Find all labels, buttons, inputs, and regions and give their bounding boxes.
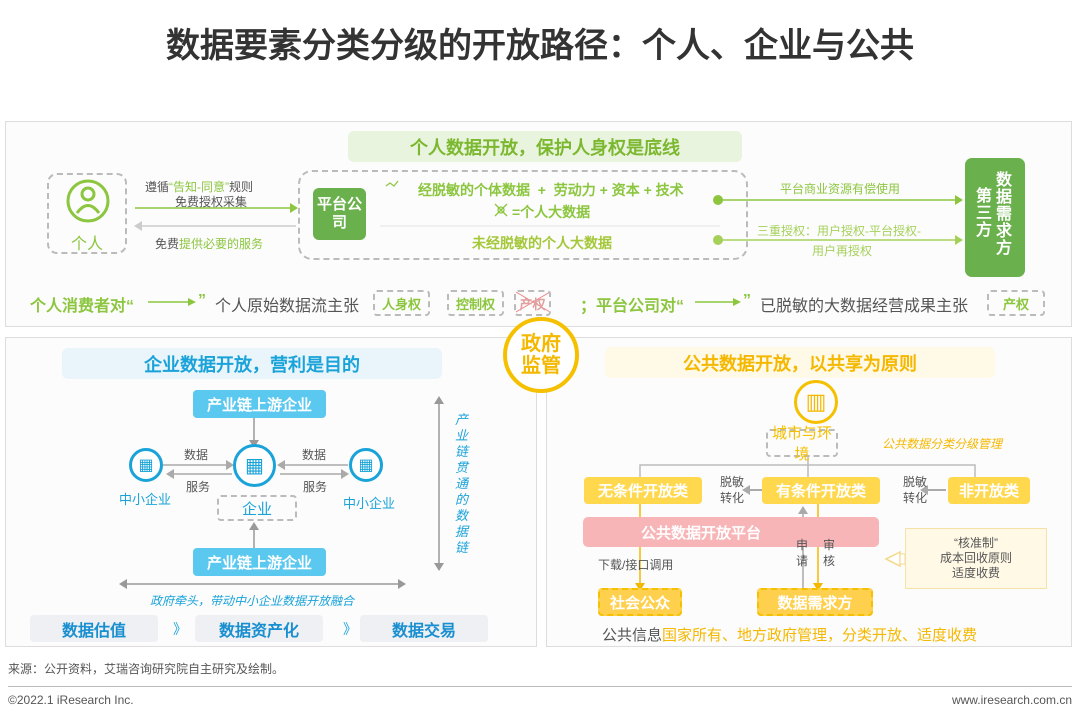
triple-auth-b: 用户再授权: [812, 244, 873, 258]
unconditional-open: 无条件开放类: [584, 477, 702, 504]
triple-auth-a: 三重授权：用户授权-平台授权-: [757, 224, 921, 238]
platform-claim-close: ”: [743, 292, 751, 309]
city-building-icon: ▥: [794, 380, 838, 424]
vertical-chain-label: 产业链贯通的数据链: [455, 412, 469, 555]
non-open: 非开放类: [948, 477, 1030, 504]
note-line: 适度收费: [951, 566, 1000, 580]
service-rest: 提供必要的服务: [179, 237, 264, 251]
enterprise-banner: 企业数据开放，营利是目的: [62, 348, 442, 379]
stage-valuation: 数据估值: [30, 615, 158, 642]
collect-label: 免费授权采集: [175, 195, 248, 209]
consent-rule: 遵循“告知-同意”规则: [145, 178, 253, 195]
source-note: 来源：公开资料，艾瑞咨询研究院自主研究及绘制。: [8, 662, 285, 676]
raw-personal-data: 未经脱敏的个人大数据: [472, 235, 612, 251]
third-party-label: 第三方: [976, 188, 993, 239]
enterprise-label: 企业: [217, 495, 297, 521]
data-label-right: 数据: [302, 448, 327, 462]
right-control: 控制权: [447, 290, 504, 316]
desens-left: 脱敏转化: [720, 474, 744, 506]
sme-right-label: 中小企业: [343, 496, 396, 511]
service-label-left: 服务: [186, 480, 211, 494]
apply-label: 申请: [796, 537, 808, 569]
paid-use-label: 平台商业资源有偿使用: [780, 182, 901, 196]
third-party-demander: 数据需求方: [996, 172, 1013, 257]
transform-label: 转化: [720, 491, 745, 505]
individual-box: [47, 173, 127, 254]
copyright: ©2022.1 iResearch Inc.: [8, 693, 134, 707]
desens-label: 脱敏: [720, 475, 745, 489]
social-public: 社会公众: [598, 588, 682, 616]
page-title: 数据要素分类分级的开放路径：个人、企业与公共: [166, 27, 914, 65]
data-demander: 数据需求方: [757, 588, 873, 616]
enterprise-panel: [5, 337, 537, 647]
individual-label: 个人: [70, 236, 103, 253]
building-icon-center: ▦: [233, 444, 276, 487]
government-supervision: 政府监管: [503, 317, 579, 393]
summary-a: 公共信息: [602, 627, 663, 644]
platform-claim: ；平台公司对“: [580, 298, 685, 315]
city-environment: 城市与环境: [766, 425, 838, 463]
rule-quote: “告知-同意”: [169, 180, 230, 194]
public-data-platform: 公共数据开放平台: [583, 517, 879, 547]
consumer-claim-close: ”: [198, 292, 206, 309]
platform-company-box: 平台公司: [313, 188, 366, 240]
review-char: 审: [823, 538, 836, 552]
trend-icon: [385, 180, 399, 187]
rule-prefix: 遵循: [145, 180, 170, 194]
desens-label: 脱敏: [903, 475, 928, 489]
conditional-open: 有条件开放类: [762, 477, 880, 504]
stage-assetization: 数据资产化: [195, 615, 323, 642]
right-property-crossed: 产权: [514, 290, 551, 316]
network-icon: [494, 203, 508, 217]
note-line: “核准制”: [954, 536, 998, 550]
consumer-claim: 个人消费者对“: [30, 298, 135, 315]
note-line: 成本回收原则: [939, 551, 1012, 565]
personal-banner: 个人数据开放，保护人身权是底线: [348, 131, 742, 162]
stage-trading: 数据交易: [360, 615, 488, 642]
consumer-claim-text: 个人原始数据流主张: [215, 298, 360, 315]
upstream-enterprise-top: 产业链上游企业: [193, 390, 326, 418]
upstream-enterprise-bottom: 产业链上游企业: [193, 548, 326, 576]
right-personal: 人身权: [373, 290, 430, 316]
footer-divider: [8, 686, 1072, 687]
apply-char: 申: [796, 538, 809, 552]
review-label: 审核: [823, 537, 835, 569]
platform-claim-text: 已脱敏的大数据经营成果主张: [760, 298, 969, 315]
service-label: 免费提供必要的服务: [155, 235, 263, 252]
platform-group: [298, 170, 748, 260]
summary-b: 国家所有、地方政府管理，: [662, 627, 843, 644]
review-char: 核: [823, 554, 836, 568]
transform-label: 转化: [903, 491, 928, 505]
building-icon-left: ▦: [129, 448, 163, 482]
data-label-left: 数据: [184, 448, 209, 462]
service-label-right: 服务: [303, 480, 328, 494]
personal-big-data: =个人大数据: [512, 204, 591, 220]
stage-sep-1: 》: [173, 620, 187, 637]
approval-note: “核准制”成本回收原则适度收费: [905, 528, 1047, 589]
public-banner: 公共数据开放，以共享为原则: [605, 347, 995, 378]
classification-mgmt: 公共数据分类分级管理: [882, 437, 1003, 451]
download-api-label: 下载/接口调用: [598, 558, 674, 572]
third-party-box: 数据需求方 第三方: [965, 158, 1025, 277]
desensitized-data-line: 经脱敏的个体数据 + 劳动力 + 资本 + 技术: [418, 182, 684, 198]
rule-suffix: 规则: [229, 180, 254, 194]
apply-char: 请: [796, 554, 809, 568]
sme-left-label: 中小企业: [119, 492, 172, 507]
stage-sep-2: 》: [343, 620, 357, 637]
desens-right: 脱敏转化: [903, 474, 927, 506]
summary-c: 分类开放、适度收费: [842, 627, 978, 644]
horizontal-label: 政府牵头，带动中小企业数据开放融合: [150, 594, 355, 608]
building-icon-right: ▦: [349, 448, 383, 482]
right-property: 产权: [987, 290, 1045, 316]
website: www.iresearch.com.cn: [951, 693, 1072, 707]
person-icon: [66, 179, 110, 223]
public-summary: 公共信息国家所有、地方政府管理，分类开放、适度收费: [602, 624, 977, 645]
service-prefix: 免费: [155, 237, 180, 251]
